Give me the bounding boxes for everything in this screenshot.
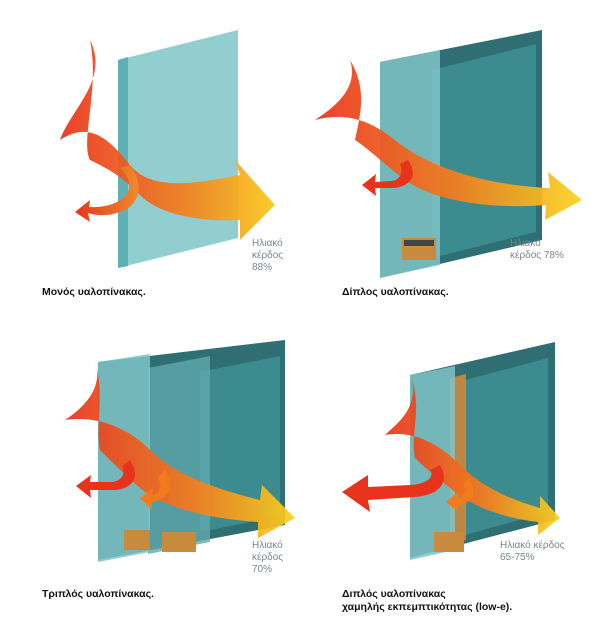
spacer-bar (434, 532, 464, 552)
panel-caption: Δίπλος υαλοπίνακας. (342, 286, 449, 298)
solar-gain-label: Ηλιακό κέρδος 88% (252, 238, 284, 273)
reflected-heat-arrow (342, 465, 444, 512)
reflected-heat-arrow (75, 165, 139, 222)
reflected-heat-arrow (76, 460, 135, 498)
glass-pane-inner (200, 356, 280, 532)
solar-flame (60, 40, 275, 240)
panel-caption: Τριπλός υαλοπίνακας. (42, 588, 154, 600)
panel-triple-glazing: Ηλιακό κέρδος 70% Τριπλός υαλοπίνακας. (0, 320, 300, 640)
triple-glazing-illustration (65, 340, 295, 562)
panel-single-glazing: Ηλιακό κέρδος 88% Μονός υαλοπίνακας. (0, 0, 300, 320)
panel-lowe-glazing: Ηλιακό κέρδος 65-75% Διπλός υαλοπίνακας … (300, 320, 600, 640)
spacer-seal (404, 240, 434, 246)
solar-gain-label: Ηλιακό κέρδος 78% (510, 238, 564, 261)
lowe-glazing-illustration (342, 342, 560, 560)
double-glazing-illustration (315, 30, 582, 278)
solar-flame (385, 380, 560, 535)
solar-flame (65, 360, 295, 538)
solar-gain-label: Ηλιακό κέρδος 70% (252, 540, 284, 575)
spacer-bar (162, 532, 196, 552)
glass-pane-middle (148, 356, 210, 554)
solar-flame (315, 60, 582, 220)
solar-gain-label: Ηλιακό κέρδος 65-75% (500, 540, 565, 563)
panel-caption: Μονός υαλοπίνακας. (42, 286, 146, 298)
single-glazing-illustration (60, 30, 275, 268)
reflected-heat-arrow-inner (140, 470, 170, 510)
glass-pane-back (118, 30, 238, 268)
panel-double-glazing: Ηλιακό κέρδος 78% Δίπλος υαλοπίνακας. (300, 0, 600, 320)
reflected-heat-arrow-inner (446, 478, 474, 512)
reflected-heat-arrow (362, 160, 413, 196)
spacer-bar (124, 530, 150, 550)
panel-caption: Διπλός υαλοπίνακας χαμηλής εκπεμπτικότητ… (342, 588, 513, 613)
glass-pane-inner (432, 44, 536, 258)
